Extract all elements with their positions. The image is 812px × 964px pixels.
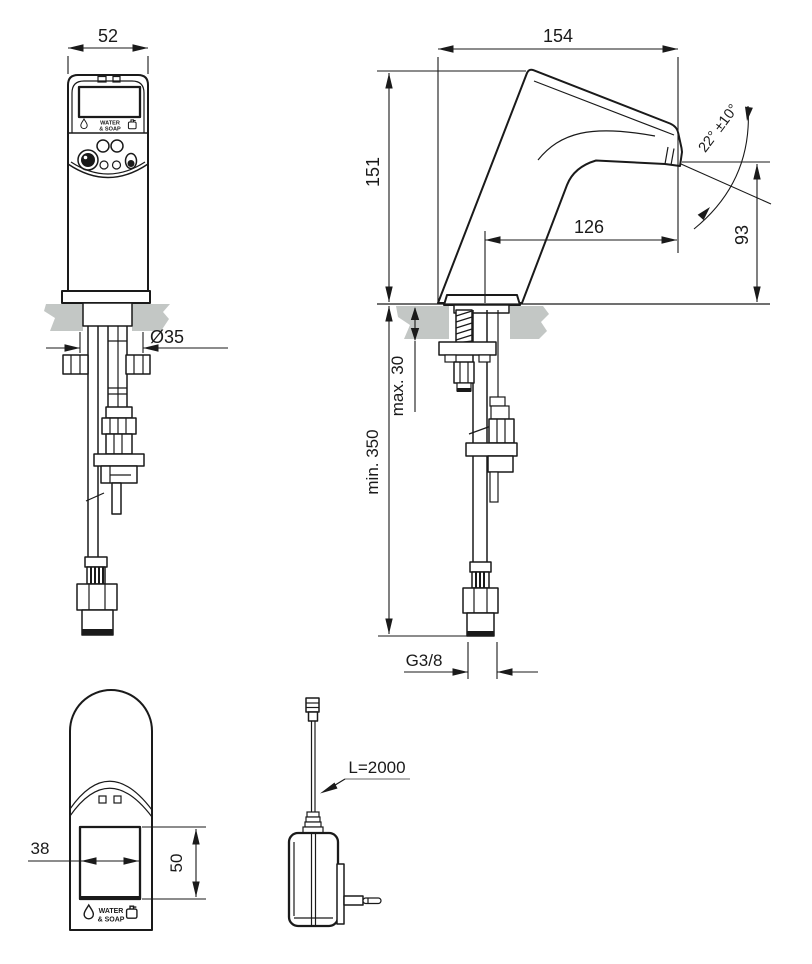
strain-relief bbox=[302, 811, 324, 835]
dim-o35-label: Ø35 bbox=[150, 327, 184, 347]
power-cable bbox=[310, 721, 316, 812]
dim-face-width-38: 38 bbox=[28, 839, 139, 865]
face-view: 38 50 WATER & SOAP bbox=[28, 689, 206, 931]
hose-break-mark bbox=[85, 492, 105, 502]
counter-slab-left-side bbox=[396, 306, 449, 339]
dim-154-label: 154 bbox=[543, 26, 573, 46]
dim-depth-154: 154 bbox=[437, 26, 679, 302]
mounting-shank-side bbox=[453, 304, 510, 314]
dim-38-label: 38 bbox=[31, 839, 50, 858]
display-screen bbox=[77, 85, 142, 119]
dim-l2000-label: L=2000 bbox=[348, 758, 405, 777]
base-flange bbox=[61, 290, 151, 304]
dim-angle-label: 22° ±10° bbox=[696, 101, 742, 155]
spout-face-outline bbox=[69, 689, 153, 931]
counter-slab-right bbox=[132, 304, 170, 331]
threaded-rod bbox=[455, 309, 473, 344]
dim-50-label: 50 bbox=[167, 854, 186, 873]
dim-max30-label: max. 30 bbox=[388, 356, 407, 416]
adapter-view: L=2000 bbox=[287, 697, 410, 928]
dim-face-height-50: 50 bbox=[142, 826, 206, 900]
soap-dispenser-icon bbox=[127, 119, 137, 130]
valve-assembly-side bbox=[465, 396, 518, 503]
control-buttons bbox=[77, 139, 138, 171]
faucet-front-body: WATER & SOAP bbox=[61, 74, 151, 304]
dim-151-label: 151 bbox=[363, 157, 383, 187]
side-view: 154 151 22° ±10° bbox=[363, 26, 772, 679]
counter-front bbox=[44, 302, 170, 331]
counter-side bbox=[377, 303, 770, 339]
dim-reach-126: 126 bbox=[484, 217, 677, 303]
valve-assembly-front bbox=[93, 406, 145, 515]
dim-counter-max30: max. 30 bbox=[388, 307, 420, 416]
face-soap-dispenser-icon bbox=[125, 905, 138, 919]
control-panel bbox=[67, 139, 149, 179]
plug-pins bbox=[343, 895, 382, 906]
hose-fitting-side bbox=[462, 561, 499, 637]
dim-height-151: 151 bbox=[363, 70, 526, 302]
dim-spout-height-93: 93 bbox=[732, 164, 761, 302]
dim-126-label: 126 bbox=[574, 217, 604, 237]
water-drop-icon bbox=[80, 118, 88, 129]
dim-52-label: 52 bbox=[98, 26, 118, 46]
dim-clearance-min350: min. 350 bbox=[363, 306, 474, 637]
tube-break-mark bbox=[468, 425, 492, 435]
front-view: 52 WATER & SOAP bbox=[44, 26, 228, 636]
dim-thread-g38: G3/8 bbox=[404, 642, 538, 679]
under-counter-front: Ø35 bbox=[46, 326, 228, 636]
dim-hole-diameter: Ø35 bbox=[46, 327, 228, 353]
mounting-nuts bbox=[62, 354, 151, 375]
display-window bbox=[78, 825, 142, 901]
aerator-tip bbox=[664, 146, 675, 166]
plug-face-plate bbox=[336, 863, 345, 925]
cable-connector bbox=[305, 697, 320, 722]
front-water-label: WATER bbox=[100, 121, 120, 127]
power-adapter-body bbox=[287, 831, 382, 928]
dim-g38-label: G3/8 bbox=[406, 651, 443, 670]
under-counter-side bbox=[438, 309, 518, 637]
mounting-shank bbox=[82, 302, 133, 327]
faucet-side-body bbox=[437, 68, 683, 306]
front-water-soap-row: WATER & SOAP bbox=[80, 118, 137, 133]
face-water-drop-icon bbox=[83, 903, 95, 920]
face-sensor-windows bbox=[98, 795, 122, 804]
sensor-windows bbox=[97, 75, 121, 83]
face-water-label: WATER bbox=[99, 908, 124, 915]
dim-93-label: 93 bbox=[732, 225, 752, 245]
counter-slab-left bbox=[44, 304, 83, 331]
counter-slab-right-side bbox=[510, 306, 549, 339]
face-water-soap-row: WATER & SOAP bbox=[83, 903, 138, 924]
dim-width-52: 52 bbox=[67, 26, 149, 74]
base-flange-side bbox=[443, 294, 521, 306]
dim-cable-length: L=2000 bbox=[320, 758, 410, 794]
dim-min350-label: min. 350 bbox=[363, 429, 382, 494]
locknut-side bbox=[453, 361, 475, 392]
hose-fitting-front bbox=[76, 556, 118, 636]
face-soap-label: & SOAP bbox=[98, 917, 125, 924]
mounting-bracket bbox=[438, 341, 497, 363]
front-soap-label: & SOAP bbox=[99, 127, 121, 133]
